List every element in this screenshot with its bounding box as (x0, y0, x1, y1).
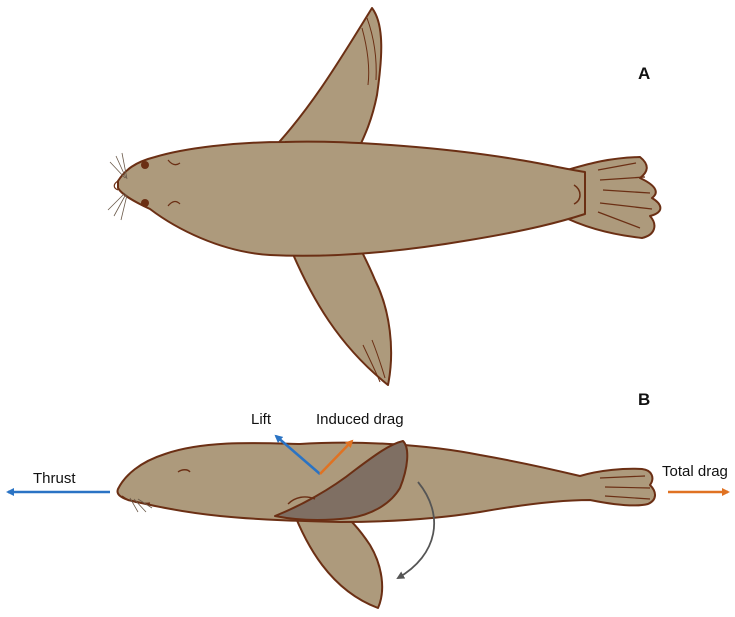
eye-upper (141, 161, 149, 169)
upper-fore-flipper (270, 8, 381, 152)
sea-lion-side-view (117, 441, 655, 608)
sea-lion-dorsal-view (108, 8, 660, 385)
panel-a: A (108, 8, 660, 385)
thrust-label: Thrust (33, 470, 76, 487)
panel-b-label: B (638, 390, 650, 409)
lift-label: Lift (251, 411, 272, 428)
induced-drag-label: Induced drag (316, 411, 404, 428)
panel-b: Lift Induced drag Thrust Total drag B (8, 390, 728, 608)
lower-fore-flipper (292, 252, 391, 385)
body (118, 142, 585, 256)
eye-lower (141, 199, 149, 207)
lower-fore-flipper-side (292, 508, 382, 608)
total-drag-label: Total drag (662, 463, 728, 480)
panel-a-label: A (638, 64, 650, 83)
